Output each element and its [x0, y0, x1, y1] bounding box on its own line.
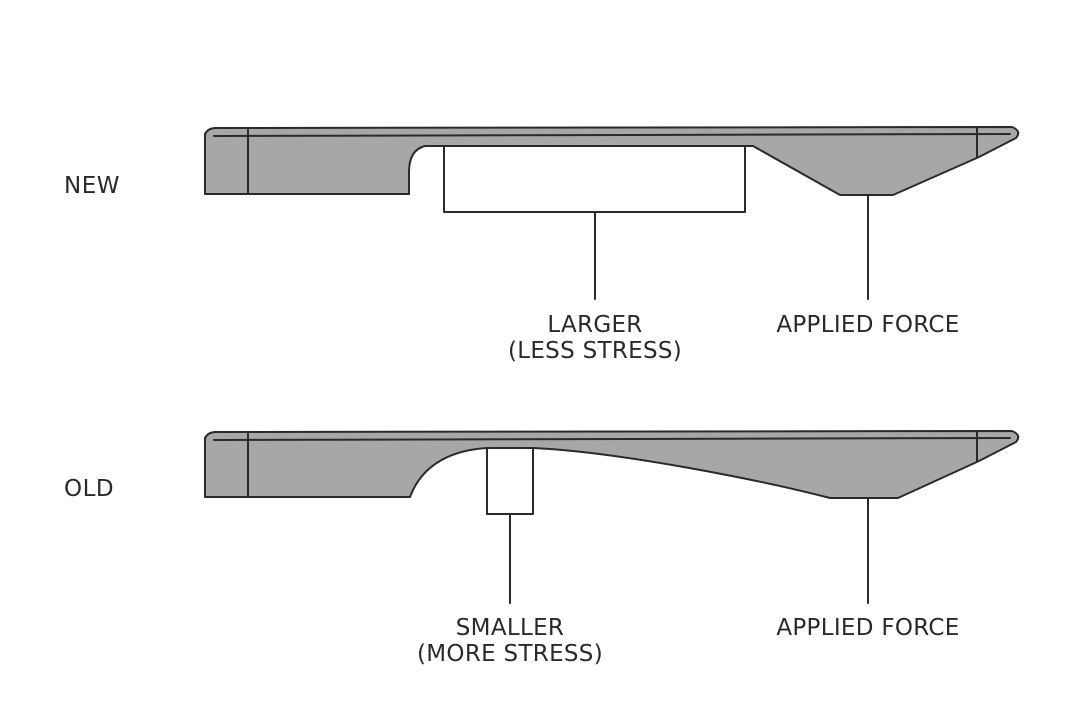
- old-contact-callout: SMALLER (MORE STRESS): [390, 615, 630, 667]
- old-force-callout: APPLIED FORCE: [748, 615, 988, 641]
- old-lever-top-seam: [213, 437, 1011, 441]
- old-contact-line2: (MORE STRESS): [417, 641, 603, 667]
- old-contact-area: [486, 447, 534, 515]
- new-lever-top-seam: [213, 133, 1011, 137]
- new-contact-line1: LARGER: [547, 312, 643, 338]
- old-lever-body: [204, 430, 1020, 499]
- old-contact-line1: SMALLER: [455, 615, 565, 641]
- new-contact-line2: (LESS STRESS): [507, 338, 683, 364]
- new-contact-callout: LARGER (LESS STRESS): [475, 312, 715, 364]
- new-lever-body: [204, 126, 1020, 196]
- old-row-label: OLD: [64, 476, 115, 502]
- new-contact-area: [443, 145, 746, 213]
- new-force-callout: APPLIED FORCE: [748, 312, 988, 338]
- old-lever: [204, 430, 1020, 604]
- old-force-label: APPLIED FORCE: [776, 615, 960, 641]
- new-force-label: APPLIED FORCE: [776, 312, 960, 338]
- new-row-label: NEW: [64, 173, 120, 199]
- new-lever: [204, 126, 1020, 300]
